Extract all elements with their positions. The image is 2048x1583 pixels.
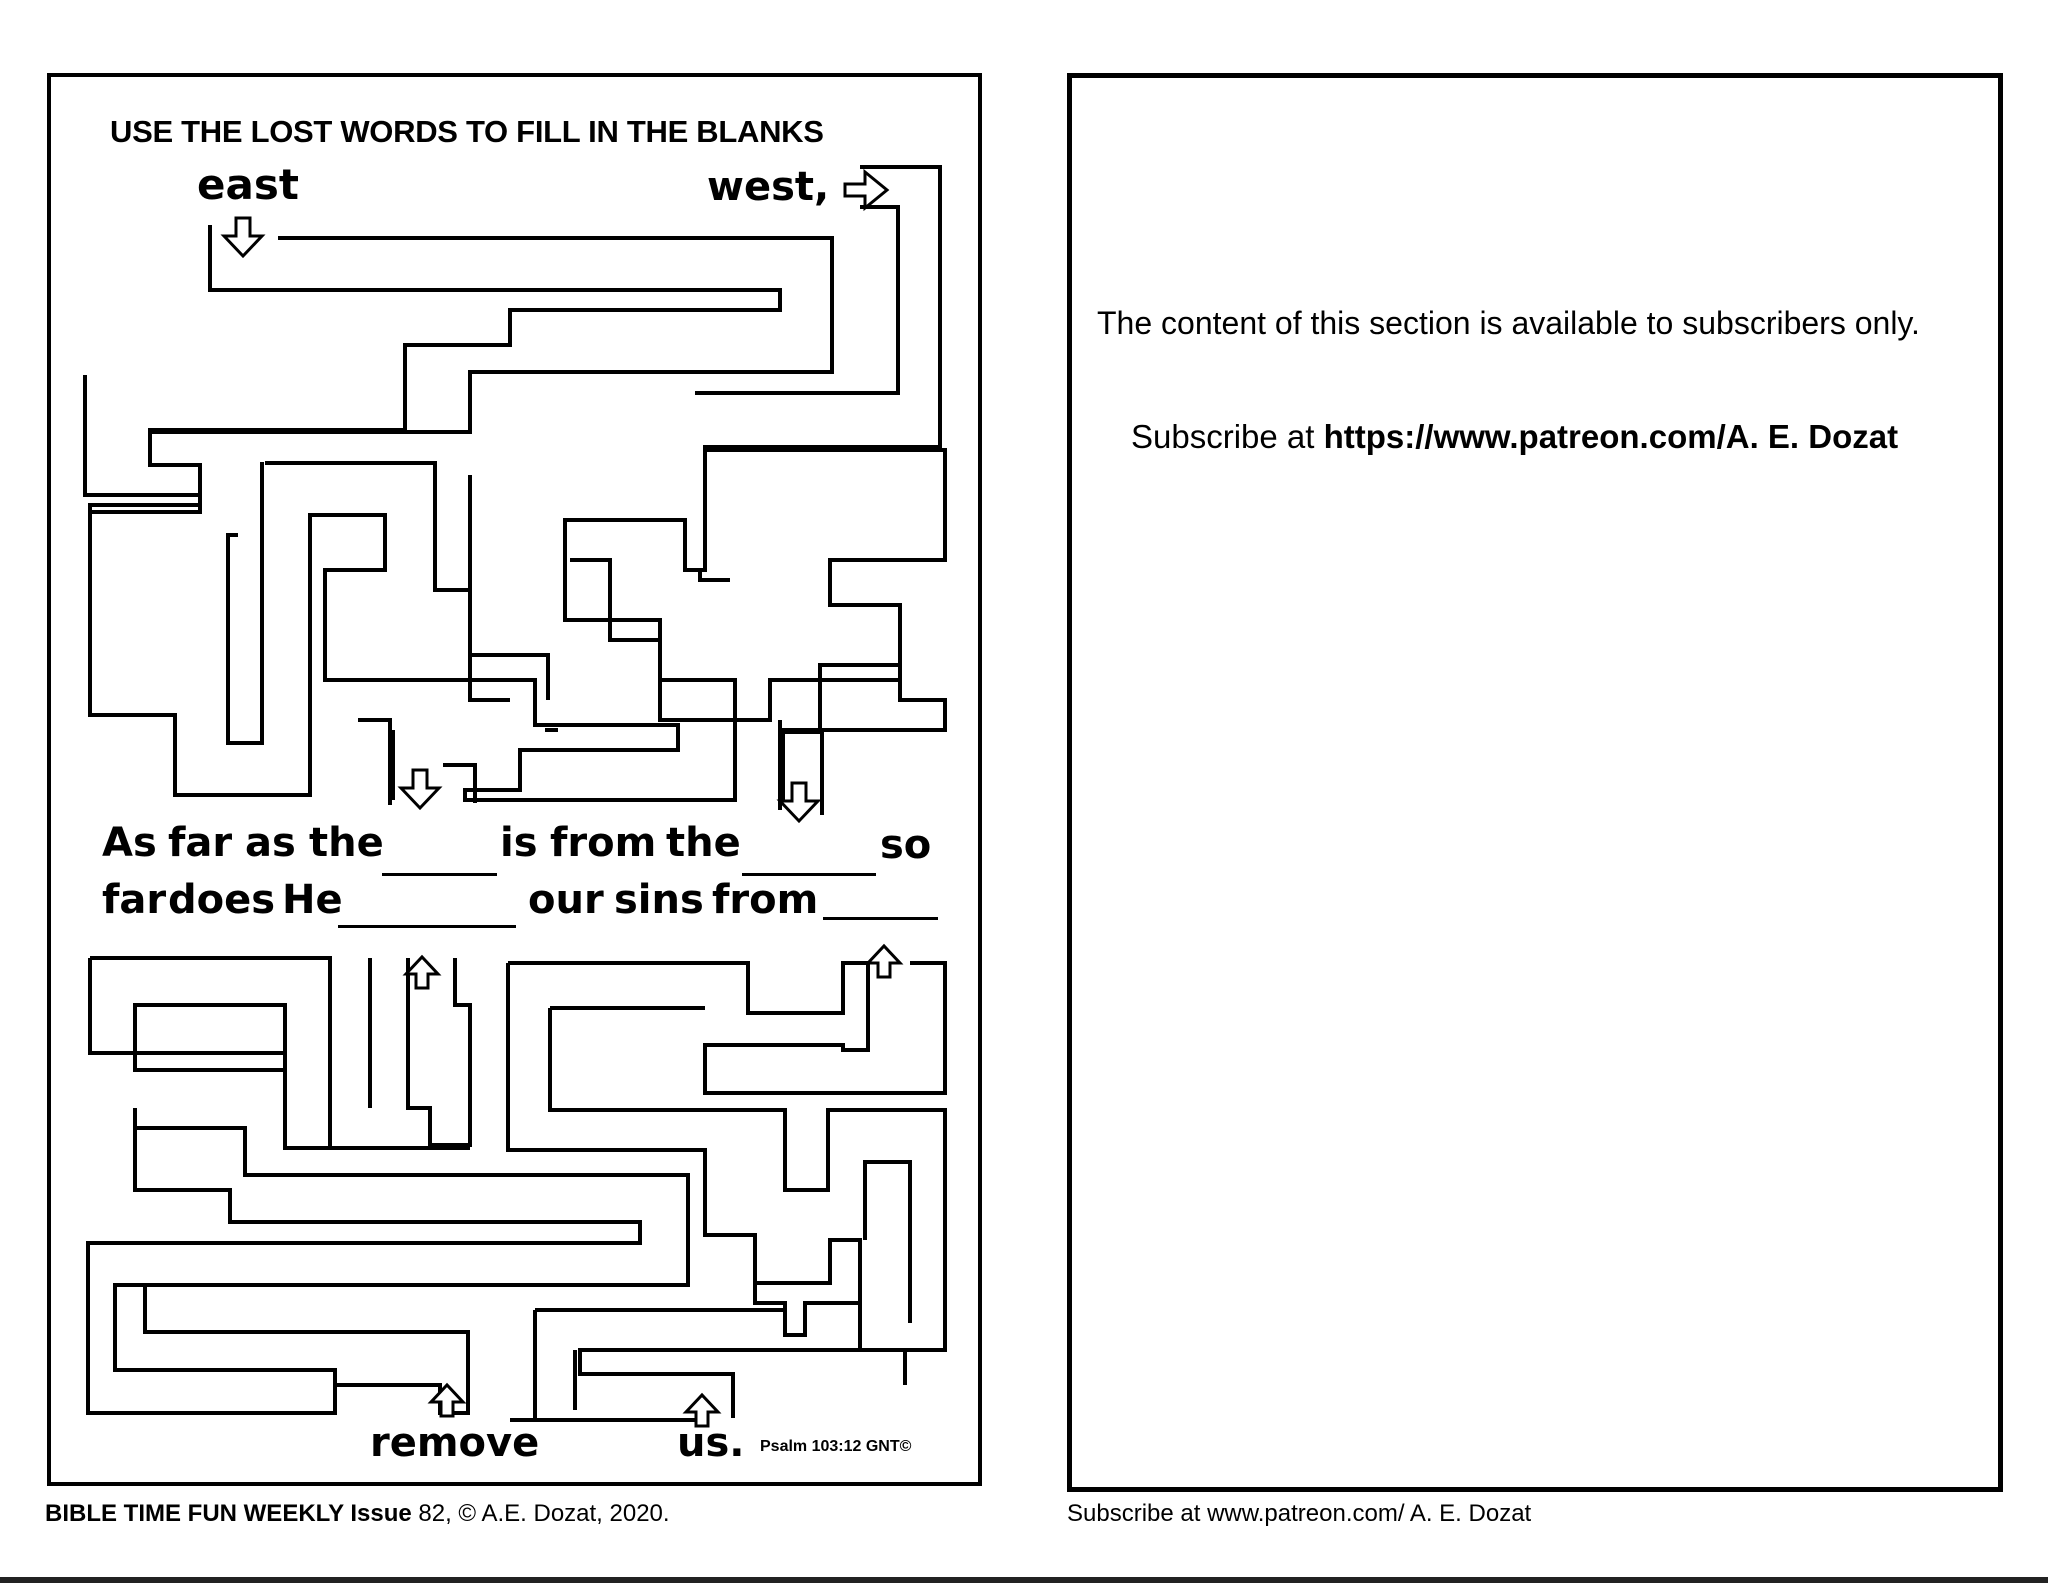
verse-word: far <box>168 820 233 866</box>
fill-in-blank <box>338 925 516 928</box>
verse-word: from <box>712 877 819 923</box>
subscribe-prefix: Subscribe at <box>1131 418 1324 455</box>
bottom-divider <box>0 1577 2048 1583</box>
verse-word: is <box>500 820 538 866</box>
issue-copyright: 82, © A.E. Dozat, 2020. <box>411 1500 670 1527</box>
verse-word: sins <box>614 877 704 923</box>
fill-in-blank <box>742 873 876 876</box>
verse-word: As <box>102 820 157 866</box>
issue-footer: BIBLE TIME FUN WEEKLY Issue 82, © A.E. D… <box>45 1500 670 1528</box>
verse-word: from <box>550 820 657 866</box>
verse-word: He <box>282 877 343 923</box>
subscribe-footer: Subscribe at www.patreon.com/ A. E. Doza… <box>1067 1500 1532 1527</box>
scripture-citation: Psalm 103:12 GNT© <box>760 1438 912 1455</box>
verse-word: the <box>309 820 384 866</box>
subscriber-notice: The content of this section is available… <box>1097 305 1920 341</box>
verse-word: our <box>528 877 604 923</box>
fill-in-blank <box>382 873 497 876</box>
verse-word: the <box>666 820 741 866</box>
verse-word: as <box>245 820 296 866</box>
subscriber-panel <box>1067 73 2003 1492</box>
lost-word-us: us. <box>677 1420 745 1466</box>
subscribe-line: Subscribe at https://www.patreon.com/A. … <box>1131 418 1898 456</box>
publication-name: BIBLE TIME FUN WEEKLY Issue <box>45 1500 412 1527</box>
maze-title: USE THE LOST WORDS TO FILL IN THE BLANKS <box>110 114 824 149</box>
lost-word-west: west, <box>707 164 830 210</box>
verse-word: far <box>102 877 167 923</box>
verse-word: so <box>880 822 932 868</box>
patreon-link[interactable]: https://www.patreon.com/A. E. Dozat <box>1323 418 1899 455</box>
lost-word-remove: remove <box>370 1420 540 1466</box>
verse-word: does <box>168 877 276 923</box>
maze-panel <box>47 73 982 1486</box>
lost-word-east: east <box>197 160 299 209</box>
fill-in-blank <box>823 917 938 920</box>
